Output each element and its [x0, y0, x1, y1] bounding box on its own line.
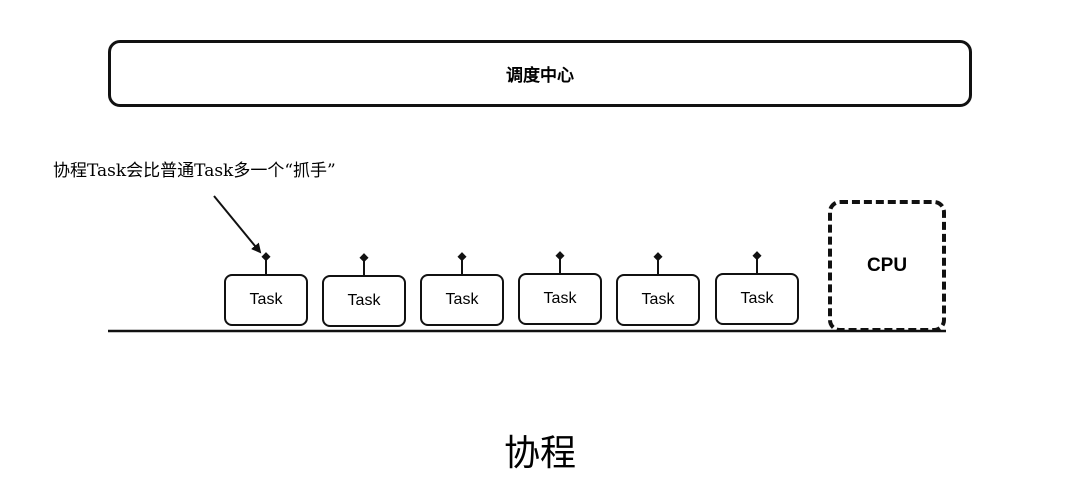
task-handle: [457, 252, 467, 274]
coroutine-task-box: Task: [518, 273, 602, 325]
cpu-box: CPU: [828, 200, 946, 332]
task-label: Task: [249, 291, 283, 308]
coroutine-task-box: Task: [420, 274, 504, 326]
coroutine-task-box: Task: [616, 274, 700, 326]
task-label: Task: [543, 290, 577, 307]
task-handle: [555, 251, 565, 273]
cpu-label: CPU: [866, 255, 908, 276]
task-label: Task: [347, 292, 381, 309]
task-handle: [359, 253, 369, 275]
coroutine-task-box: Task: [715, 273, 799, 325]
annotation-arrow: [213, 195, 262, 254]
task-label: Task: [445, 291, 479, 308]
task-handle: [752, 251, 762, 273]
coroutine-task-box: Task: [322, 275, 406, 327]
task-label: Task: [740, 290, 774, 307]
scheduler-center-box: 调度中心: [108, 40, 972, 107]
coroutine-annotation: 协程Task会比普通Task多一个“抓手”: [53, 161, 336, 181]
task-handle: [261, 252, 271, 274]
task-handle: [653, 252, 663, 274]
scheduler-center-label: 调度中心: [506, 66, 574, 86]
task-label: Task: [641, 291, 675, 308]
coroutine-task-box: Task: [224, 274, 308, 326]
diagram-caption: 协程: [503, 433, 576, 474]
